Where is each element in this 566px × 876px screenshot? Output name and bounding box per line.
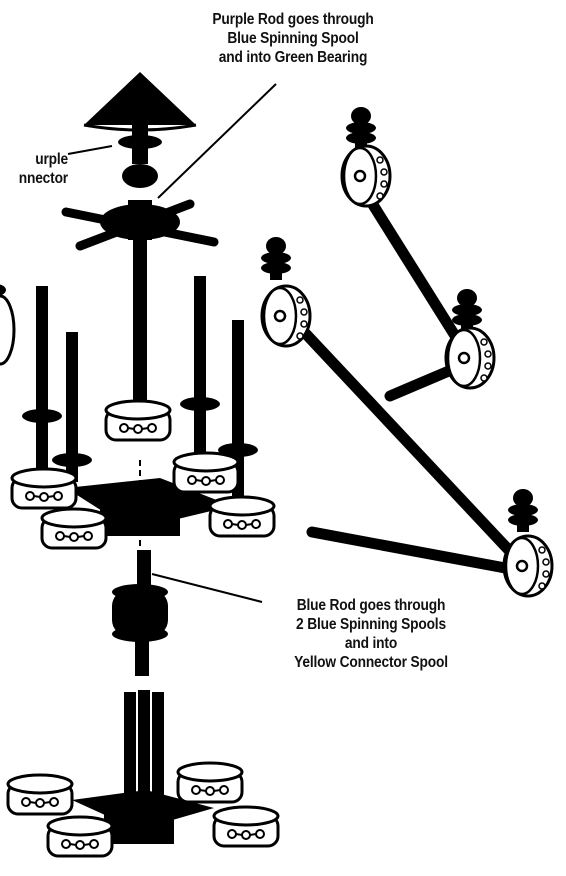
- annotation-line: Purple Rod goes through: [212, 11, 374, 28]
- yellow-connector-spool: [6, 773, 74, 816]
- purple-connector-annotation: urple nnector: [0, 150, 68, 188]
- blue-rod-leader-line: [151, 573, 263, 603]
- annotation-line: and into: [344, 635, 398, 652]
- purple-rod-annotation: Purple Rod goes through Blue Spinning Sp…: [203, 10, 384, 67]
- blue-rod: [135, 636, 149, 676]
- annotation-line: nnector: [18, 170, 68, 187]
- swing-arm-assembly: [260, 107, 554, 598]
- base-assembly: [6, 550, 280, 858]
- annotation-line: Blue Spinning Spool: [227, 30, 359, 47]
- annotation-line: 2 Blue Spinning Spools: [296, 616, 446, 633]
- purple-rod-leader-line: [157, 83, 277, 199]
- blue-spinning-spool-pair: [112, 590, 168, 636]
- purple-connector-piece: [118, 135, 162, 149]
- purple-rod: [133, 240, 147, 415]
- blue-rod-annotation: Blue Rod goes through 2 Blue Spinning Sp…: [274, 596, 468, 672]
- annotation-line: Blue Rod goes through: [296, 597, 446, 614]
- top-cone-piece: [84, 72, 196, 125]
- carousel-assembly: [0, 72, 276, 560]
- annotation-line: Yellow Connector Spool: [294, 654, 448, 671]
- purple-connector-leader-line: [67, 145, 113, 155]
- annotation-line: urple: [35, 151, 68, 168]
- annotation-line: and into Green Bearing: [218, 49, 368, 66]
